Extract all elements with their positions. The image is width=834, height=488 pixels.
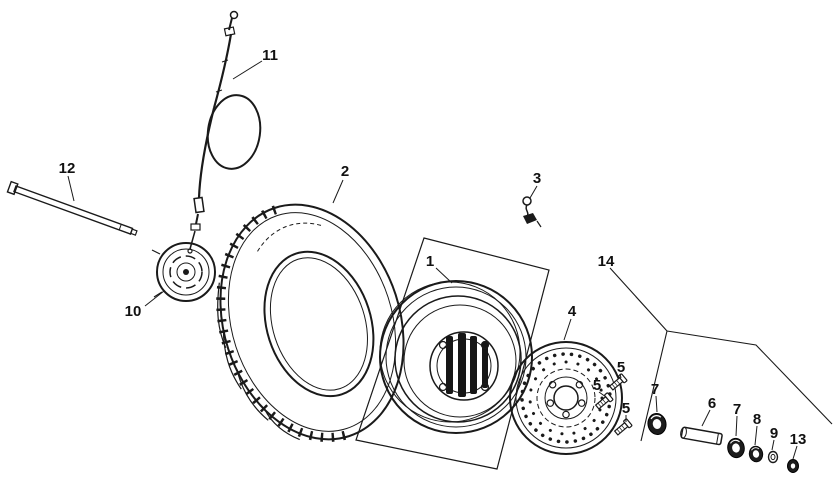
speedometer-cable bbox=[187, 10, 262, 254]
rim-spoke-slot bbox=[482, 342, 488, 388]
leader-line bbox=[563, 318, 572, 341]
wheel-rim bbox=[379, 280, 533, 434]
rim-box bbox=[355, 237, 550, 470]
leader-line bbox=[701, 409, 711, 427]
leader-line bbox=[598, 391, 607, 398]
leader-line bbox=[619, 373, 622, 379]
part-label-6: 6 bbox=[708, 395, 716, 412]
axle-nut bbox=[787, 459, 799, 473]
speedometer-drive-unit bbox=[151, 242, 216, 302]
part-label-12: 12 bbox=[59, 160, 76, 177]
leader-line bbox=[144, 290, 165, 307]
part-label-4: 4 bbox=[568, 303, 577, 320]
dust-seal bbox=[747, 444, 765, 464]
part-label-5c: 5 bbox=[622, 400, 630, 417]
leader-line bbox=[529, 185, 538, 199]
leader-line bbox=[655, 395, 658, 413]
tire bbox=[216, 203, 405, 442]
part-label-2: 2 bbox=[341, 163, 349, 180]
rim-spoke-slot bbox=[458, 333, 466, 397]
leader-line bbox=[754, 425, 758, 446]
rim-spoke-slot bbox=[446, 336, 453, 394]
rim-spoke-slot bbox=[470, 336, 477, 394]
leader-line bbox=[67, 175, 75, 202]
part-label-11: 11 bbox=[262, 47, 278, 64]
leader-line bbox=[792, 445, 798, 460]
part-label-13: 13 bbox=[790, 431, 807, 448]
part-label-9: 9 bbox=[770, 425, 778, 442]
leader-line bbox=[771, 439, 775, 451]
leader-line bbox=[332, 179, 344, 204]
wheel-bearing bbox=[725, 436, 747, 460]
part-label-7b: 7 bbox=[733, 401, 741, 418]
leader-line bbox=[232, 60, 263, 80]
leader-line bbox=[435, 267, 453, 284]
spacer-tube bbox=[680, 426, 723, 446]
part-label-10: 10 bbox=[125, 303, 142, 320]
assembly-group-outline bbox=[609, 267, 833, 442]
part-label-7a: 7 bbox=[651, 381, 659, 398]
leader-lines bbox=[67, 60, 798, 460]
front-axle bbox=[6, 180, 138, 236]
washer bbox=[767, 450, 779, 464]
part-label-8: 8 bbox=[753, 411, 761, 428]
part-label-5a: 5 bbox=[617, 359, 625, 376]
part-label-3: 3 bbox=[533, 170, 541, 187]
wheel-bearing bbox=[645, 411, 669, 437]
cable-loop bbox=[206, 94, 262, 170]
part-label-14: 14 bbox=[598, 253, 615, 270]
sensor-clip bbox=[522, 196, 542, 228]
leader-line bbox=[735, 415, 738, 437]
part-label-5b: 5 bbox=[593, 377, 601, 394]
part-label-1: 1 bbox=[426, 253, 434, 270]
